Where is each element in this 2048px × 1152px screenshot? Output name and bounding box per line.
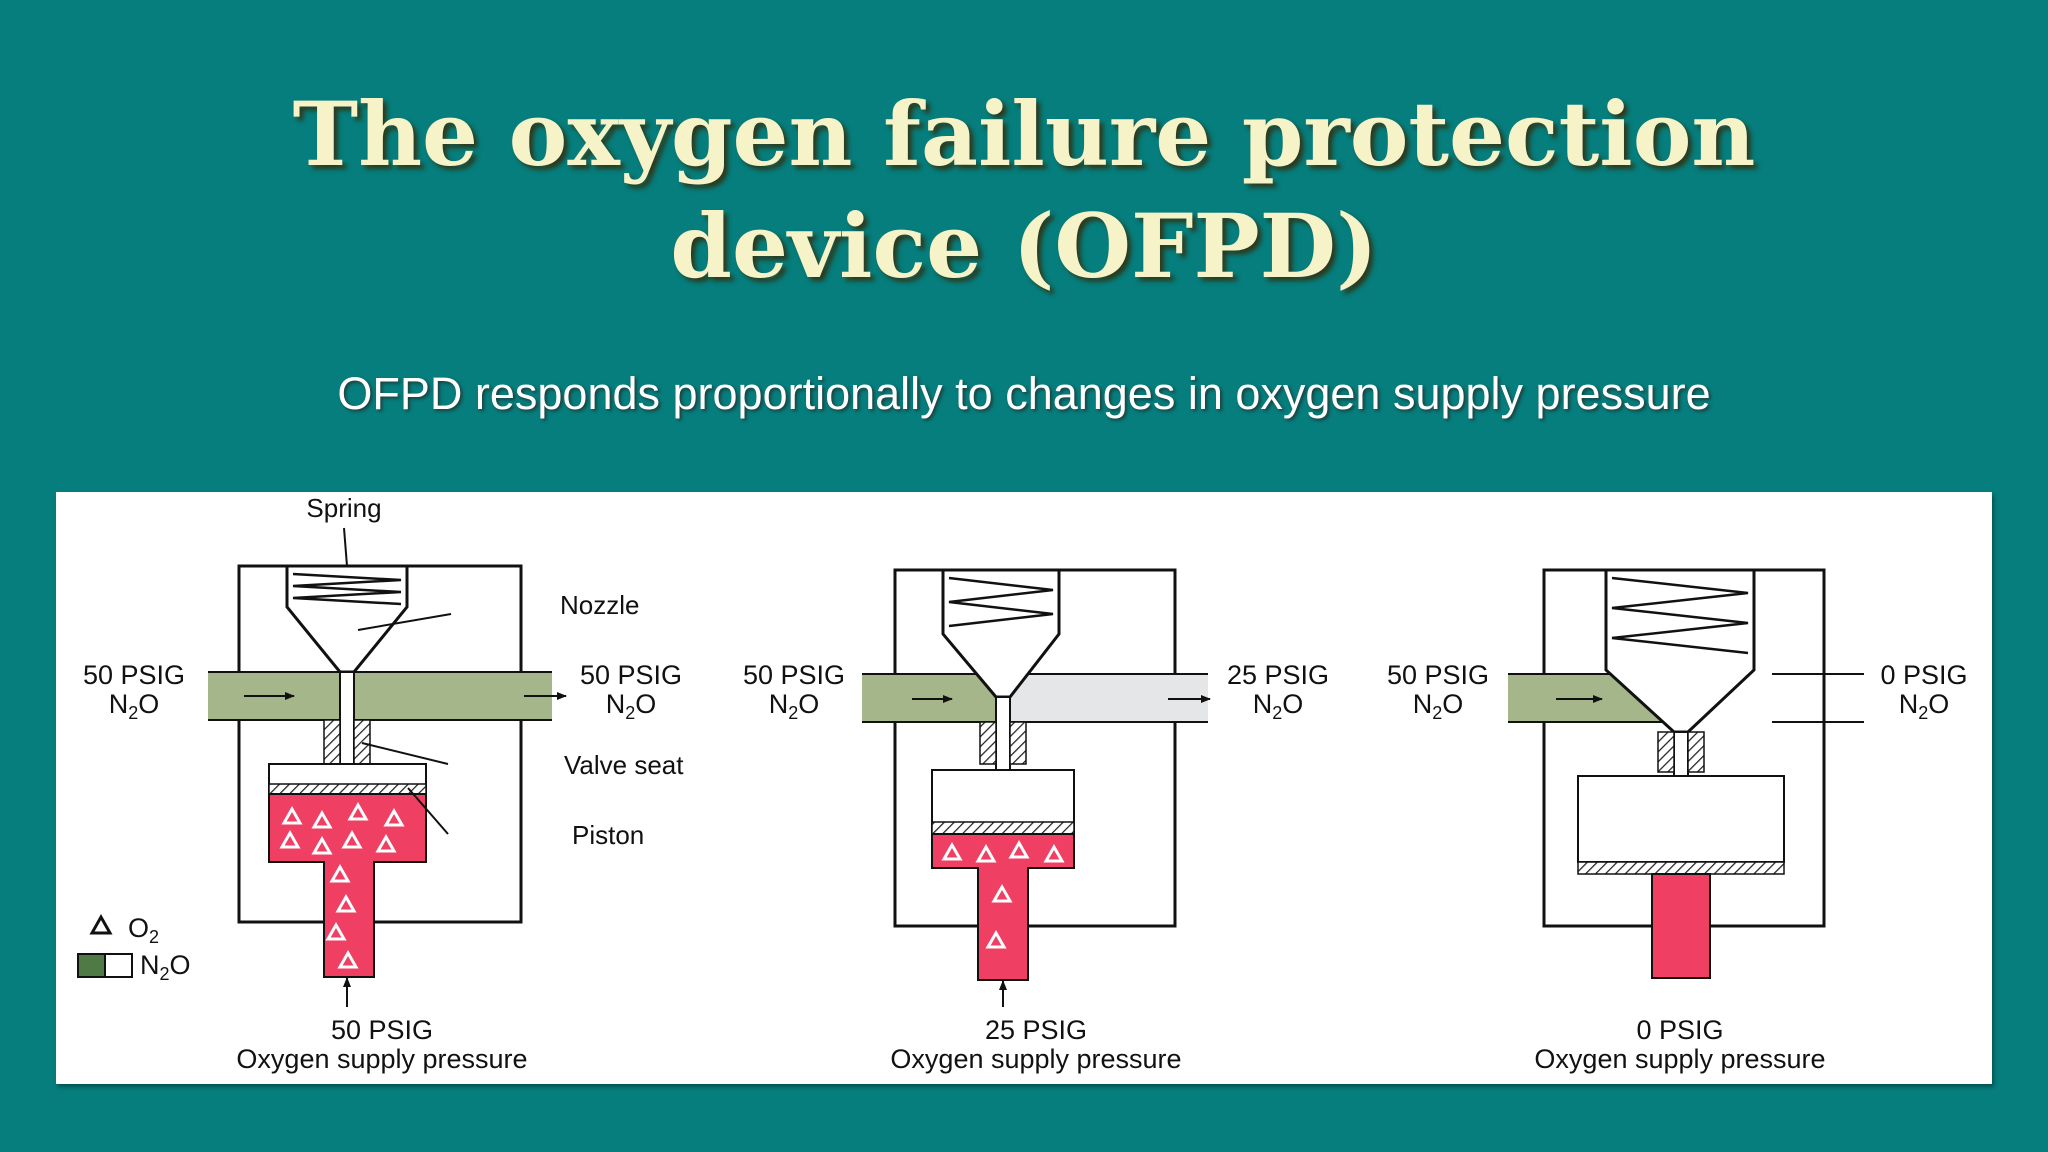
piston xyxy=(268,783,427,795)
o2-markers xyxy=(941,839,1065,949)
piston xyxy=(1577,861,1785,875)
ofpd-diagram: Spring Nozzle Valve seat Piston 50 PSIG … xyxy=(77,493,1968,1074)
valve-seat-label: Valve seat xyxy=(564,750,684,780)
valve-seat-right xyxy=(1687,731,1705,773)
inlet-gas-label: N2O xyxy=(769,689,820,723)
supply-pressure-value: 50 PSIG xyxy=(331,1015,433,1045)
ofpd-diagram-panel: Spring Nozzle Valve seat Piston 50 PSIG … xyxy=(56,492,1992,1084)
piston-rod xyxy=(339,671,355,768)
nozzle-label: Nozzle xyxy=(560,590,639,620)
outlet-gas-label: N2O xyxy=(606,689,657,723)
piston-label: Piston xyxy=(572,820,644,850)
inlet-gas-label: N2O xyxy=(109,689,160,723)
valve-seat-right xyxy=(353,719,371,765)
outlet-pressure-label: 50 PSIG xyxy=(580,660,682,690)
inlet-pressure-label: 50 PSIG xyxy=(1387,660,1489,690)
outlet-pressure-label: 0 PSIG xyxy=(1880,660,1967,690)
inlet-pressure-label: 50 PSIG xyxy=(743,660,845,690)
supply-pressure-value: 25 PSIG xyxy=(985,1015,1087,1045)
outlet-gas-label: N2O xyxy=(1253,689,1304,723)
valve-seat-right xyxy=(1009,721,1027,765)
o2-legend-icon xyxy=(89,913,113,935)
inlet-gas-label: N2O xyxy=(1413,689,1464,723)
n2o-legend-label: N2O xyxy=(140,950,191,984)
spring-label: Spring xyxy=(306,493,381,523)
inlet-pressure-label: 50 PSIG xyxy=(83,660,185,690)
n2o-legend-swatch-dark xyxy=(77,953,106,978)
oxygen-chamber xyxy=(268,793,427,978)
title-line-2: device (OFPD) xyxy=(670,194,1378,298)
outlet-pressure-label: 25 PSIG xyxy=(1227,660,1329,690)
slide-subtitle: OFPD responds proportionally to changes … xyxy=(337,368,1711,419)
valve-seat-left xyxy=(979,721,997,765)
supply-pressure-value: 0 PSIG xyxy=(1636,1015,1723,1045)
oxygen-chamber xyxy=(1651,873,1711,979)
valve-seat-left xyxy=(1657,731,1675,773)
ofpd-state-0-psig: 50 PSIG N2O 0 PSIG N2O 0 PSIG Oxygen sup… xyxy=(1387,568,1968,1074)
supply-pressure-caption: Oxygen supply pressure xyxy=(236,1044,527,1074)
piston xyxy=(931,821,1075,835)
ofpd-state-50-psig: Spring Nozzle Valve seat Piston 50 PSIG … xyxy=(83,493,684,1074)
supply-pressure-caption: Oxygen supply pressure xyxy=(1534,1044,1825,1074)
slide-title: The oxygen failure protection device (OF… xyxy=(0,78,2048,302)
oxygen-chamber xyxy=(931,833,1075,981)
valve-seat-left xyxy=(323,719,341,765)
spring xyxy=(1611,576,1749,655)
outlet-gas-label: N2O xyxy=(1899,689,1950,723)
n2o-legend-swatch-light xyxy=(104,953,133,978)
ofpd-state-25-psig: 50 PSIG N2O 25 PSIG N2O 25 PSIG Oxygen s… xyxy=(743,568,1329,1074)
o2-markers xyxy=(279,801,405,969)
title-line-1: The oxygen failure protection xyxy=(292,82,1756,186)
legend: O2 N2O xyxy=(77,913,191,984)
spring xyxy=(948,576,1054,628)
o2-legend-label: O2 xyxy=(128,913,159,947)
spring xyxy=(292,572,402,606)
supply-pressure-caption: Oxygen supply pressure xyxy=(890,1044,1181,1074)
